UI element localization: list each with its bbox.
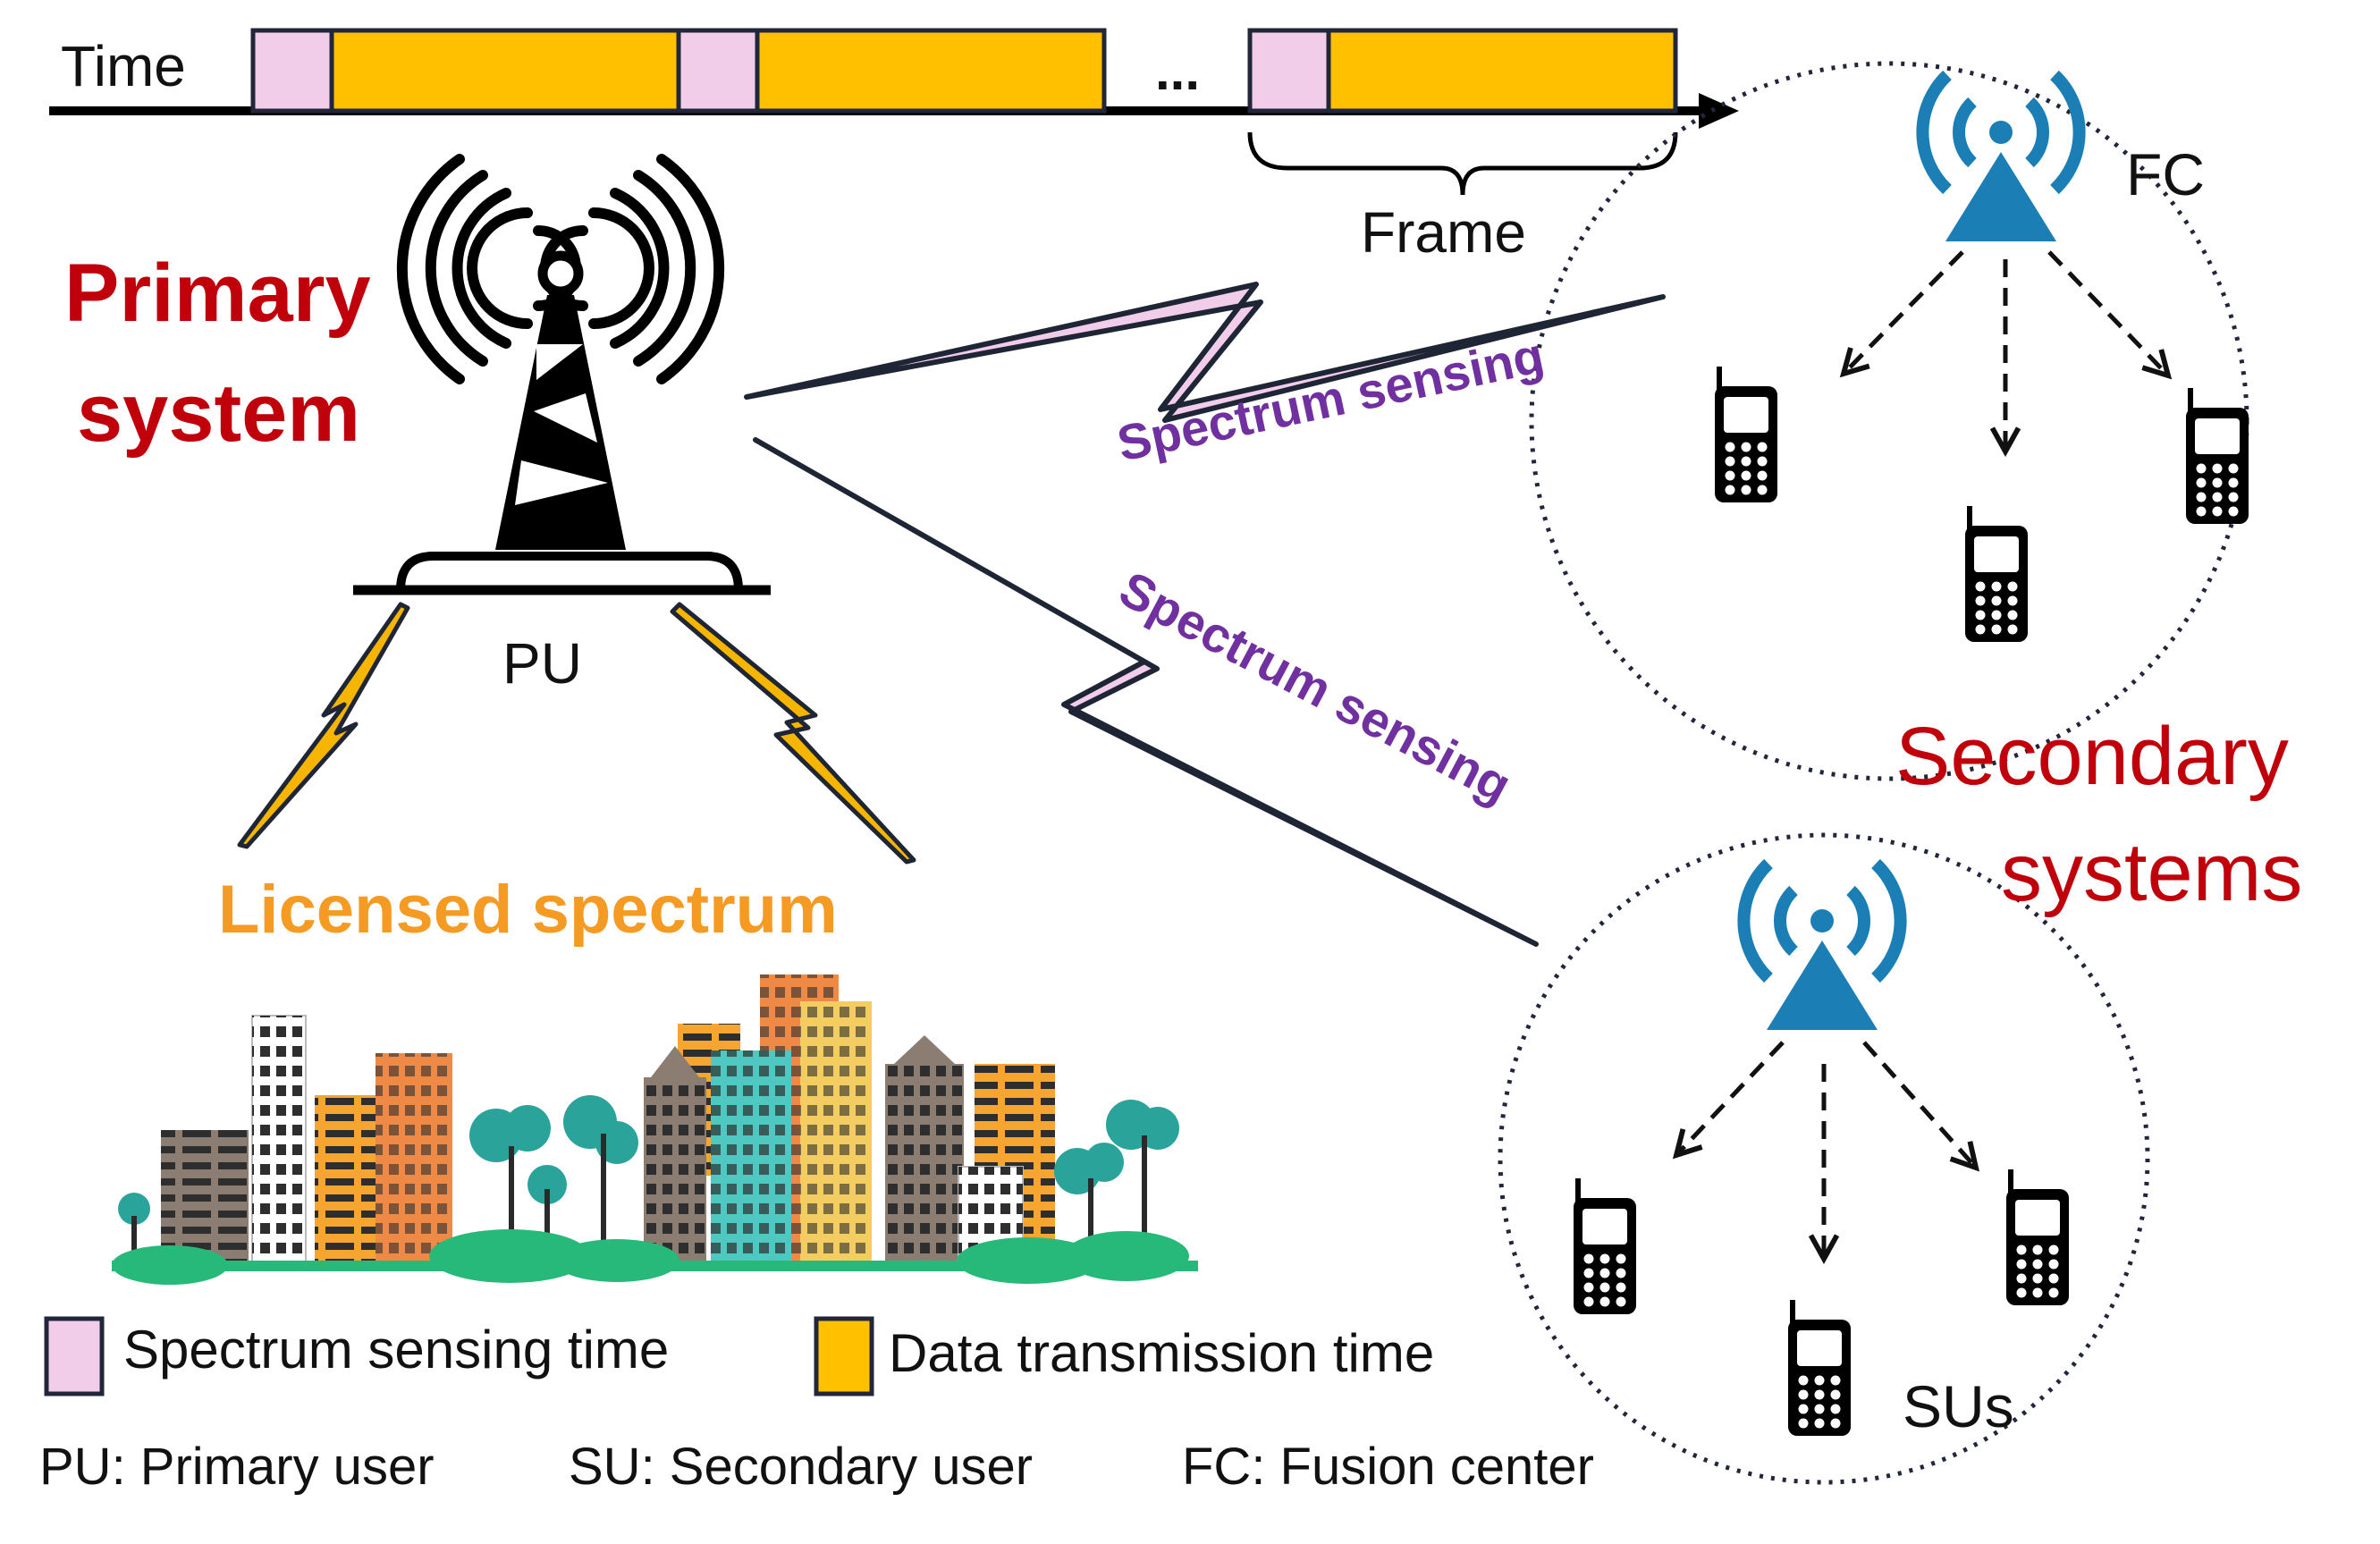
timeline [49, 28, 1739, 196]
legend-sensing-label: Spectrum sensing time [123, 1320, 670, 1379]
sensing-link-upper [744, 282, 1666, 423]
primary-title-line1: Primary [64, 248, 371, 339]
slot-data-3 [1326, 28, 1678, 114]
abbr-fc: FC: Fusion center [1182, 1438, 1594, 1496]
legend-swatch-data [814, 1316, 874, 1396]
secondary-cell-2 [1498, 832, 2150, 1485]
phone-icon [2186, 388, 2249, 524]
frame-brace [1247, 131, 1678, 196]
slot-sensing-2 [676, 28, 760, 114]
phone-icon [1965, 506, 2028, 642]
abbr-pu: PU: Primary user [39, 1438, 435, 1496]
slot-sensing-3 [1247, 28, 1331, 114]
frame-label: Frame [1361, 200, 1526, 265]
secondary-title-line1: Secondary [1895, 711, 2289, 802]
time-arrow-icon [1699, 93, 1739, 129]
secondary-title-line2: systems [2001, 827, 2303, 918]
phone-icon [1574, 1178, 1636, 1314]
legend-swatch-sensing [44, 1316, 105, 1396]
lightning-icon [237, 602, 410, 849]
city-icon [112, 974, 1198, 1285]
phone-icon [2006, 1169, 2069, 1305]
antenna-icon [1922, 75, 2079, 241]
arrow-icon [1862, 1041, 1976, 1168]
slot-data-1 [329, 28, 681, 114]
slot-data-2 [755, 28, 1107, 114]
abbr-su: SU: Secondary user [569, 1438, 1034, 1496]
arrow-icon [1676, 1041, 1785, 1155]
tower-icon [353, 154, 771, 595]
sensing-link-lower [753, 437, 1539, 947]
secondary-cell-1 [1529, 61, 2249, 781]
licensed-spectrum-label: Licensed spectrum [218, 872, 838, 948]
sus-label: SUs [1903, 1373, 2014, 1439]
antenna-icon [1743, 864, 1900, 1030]
legend-data-label: Data transmission time [889, 1323, 1435, 1383]
arrow-icon [1844, 250, 1964, 374]
primary-title-line2: system [77, 367, 361, 459]
time-label: Time [61, 34, 186, 98]
phone-icon [1788, 1300, 1851, 1436]
fc-label: FC [2126, 141, 2205, 207]
phone-icon [1715, 367, 1777, 502]
lightning-icon [670, 602, 916, 865]
arrow-icon [2047, 250, 2168, 375]
pu-label: PU [502, 631, 582, 696]
timeline-ellipsis: ... [1155, 41, 1201, 101]
slot-sensing-1 [250, 28, 334, 114]
